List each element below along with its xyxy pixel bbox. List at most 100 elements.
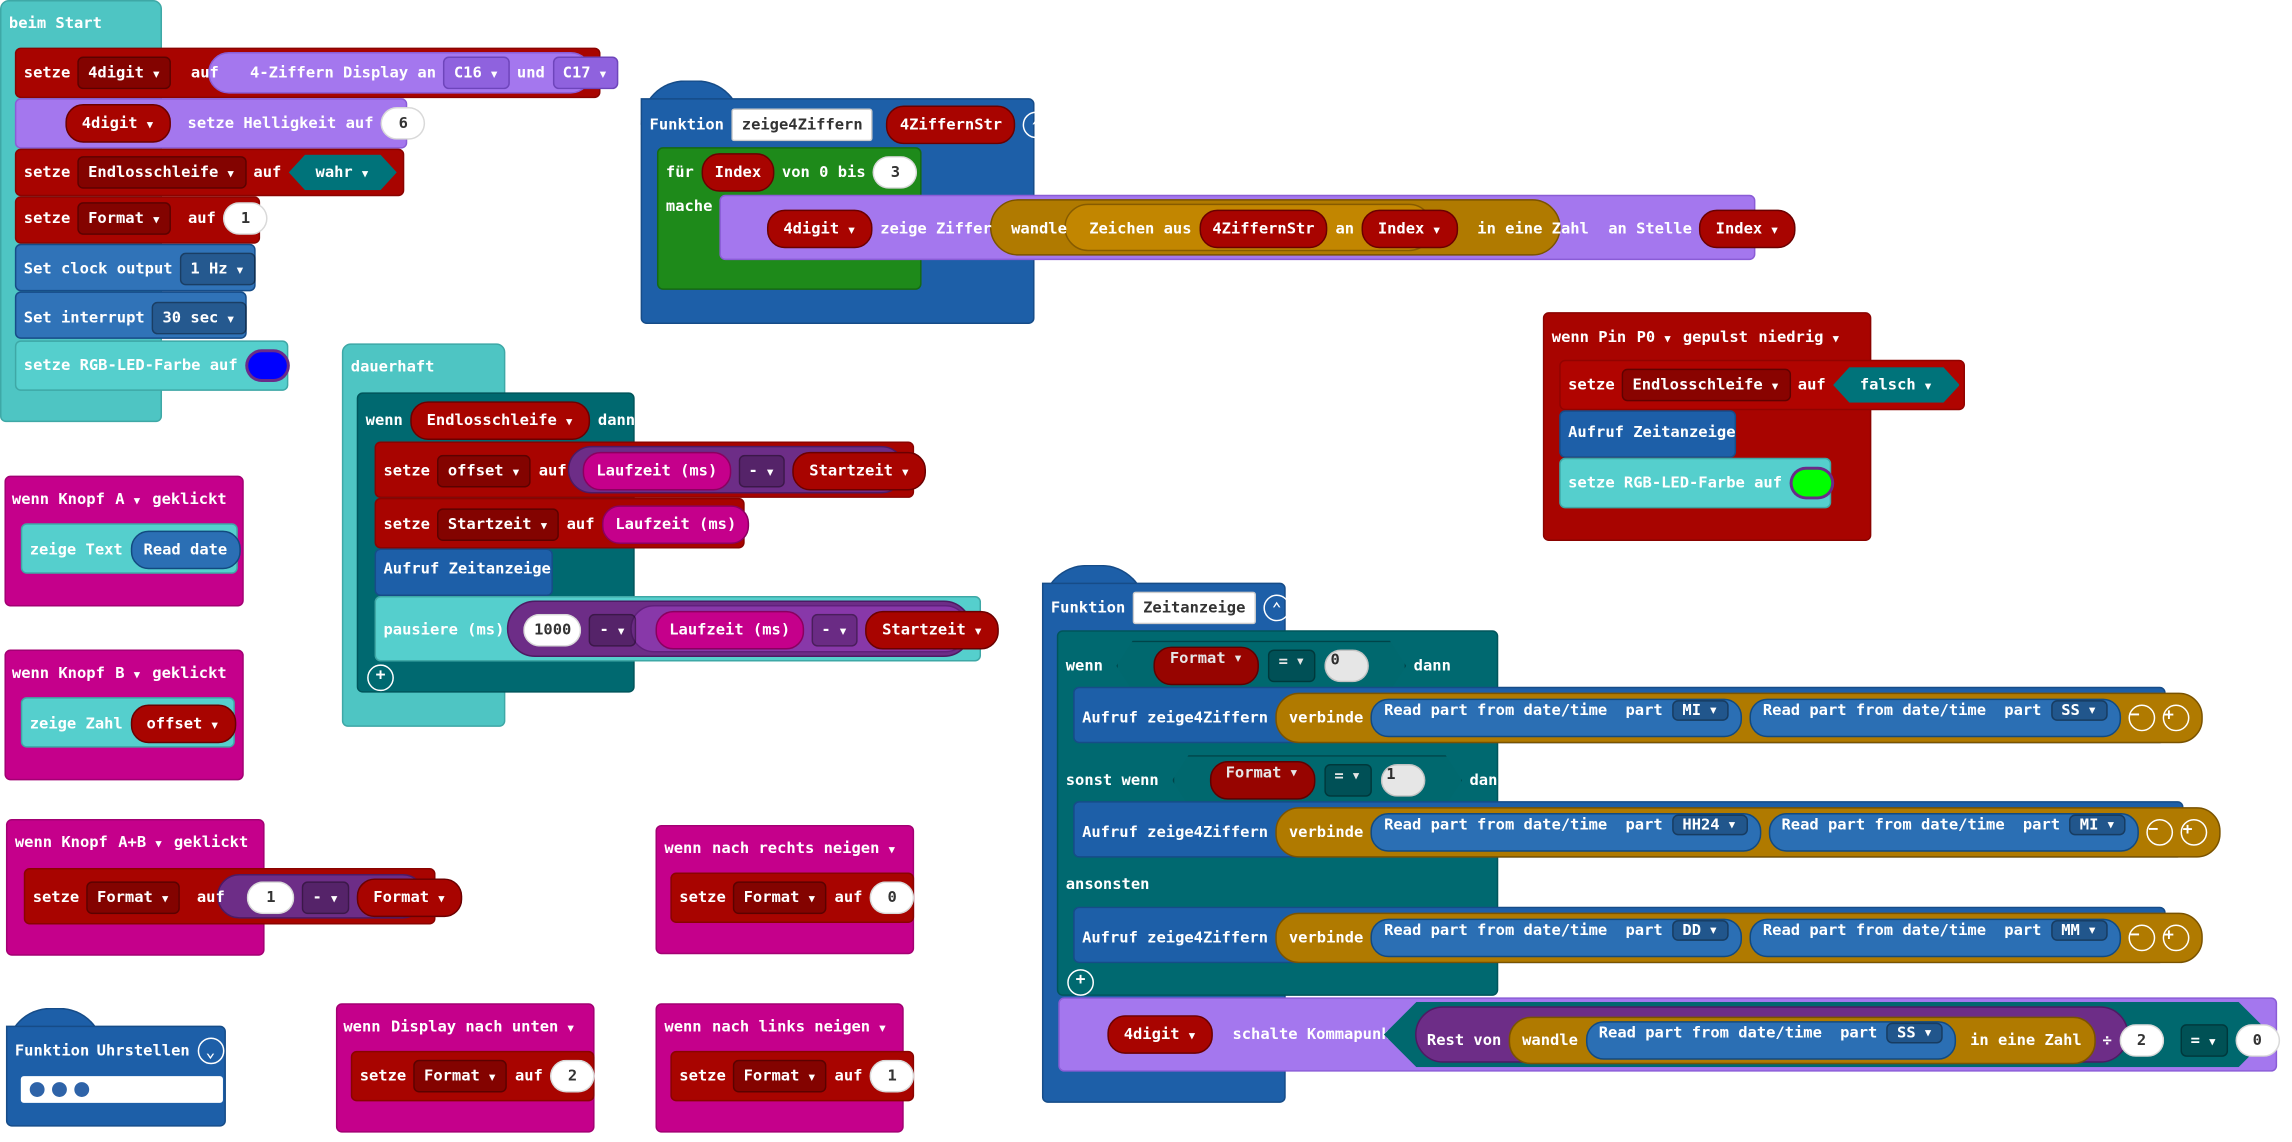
remove-item-icon[interactable]: − xyxy=(2146,818,2174,846)
button-a-dropdown[interactable]: A xyxy=(112,485,145,515)
rgb-blue-block[interactable] xyxy=(14,340,289,391)
function-name-field[interactable]: Zeitanzeige xyxy=(1132,591,1256,625)
equals-operator-dropdown[interactable]: = xyxy=(1324,764,1371,797)
equals-operator-dropdown[interactable]: = xyxy=(2180,1024,2228,1057)
remove-item-icon[interactable]: − xyxy=(2128,704,2156,732)
button-ab-dropdown[interactable]: A+B xyxy=(115,828,166,858)
call-zeitanzeige-block[interactable] xyxy=(1559,410,1737,458)
var-4digit-reporter[interactable]: 4digit xyxy=(1107,1015,1214,1054)
add-condition-icon[interactable]: + xyxy=(367,664,394,692)
interrupt-dropdown[interactable]: 30 sec xyxy=(152,301,246,335)
remove-branch-icon[interactable]: − xyxy=(1518,871,1545,898)
var-index-reporter[interactable]: Index xyxy=(701,153,775,192)
var-endless-reporter[interactable]: Endlosschleife xyxy=(410,401,591,440)
minus-operator-dropdown[interactable]: - xyxy=(589,613,637,647)
loop-to-value[interactable]: 3 xyxy=(873,156,918,189)
compare-condition[interactable]: Format = 1 xyxy=(1172,755,1462,806)
equals-operator-dropdown[interactable]: = xyxy=(1268,650,1315,683)
pause-ms-value[interactable]: 1000 xyxy=(523,613,582,647)
var-format-dropdown[interactable]: Format xyxy=(733,881,828,915)
var-format-reporter[interactable]: Format xyxy=(356,878,463,918)
gesture-dropdown[interactable]: Display nach unten xyxy=(388,1012,579,1042)
var-format-reporter[interactable]: Format xyxy=(1153,647,1259,686)
read-part-reporter[interactable]: Read part from date/time part SS xyxy=(1749,698,2121,738)
add-item-icon[interactable]: + xyxy=(2162,704,2190,732)
button-b-dropdown[interactable]: B xyxy=(112,658,145,688)
var-format-dropdown[interactable]: Format xyxy=(86,881,181,915)
var-format-dropdown[interactable]: Format xyxy=(77,202,172,235)
collapse-up-icon[interactable]: ⌃ xyxy=(1263,594,1290,622)
part-dropdown[interactable]: MM xyxy=(2050,920,2108,941)
read-date-reporter[interactable]: Read date xyxy=(130,530,241,570)
add-item-icon[interactable]: + xyxy=(2162,924,2190,952)
join-reporter[interactable]: verbinde Read part from date/time part D… xyxy=(1275,912,2203,964)
var-4digit-reporter[interactable]: 4digit xyxy=(65,104,172,143)
minus-operator-dropdown[interactable]: - xyxy=(738,454,786,488)
rgb-color-picker-blue[interactable] xyxy=(245,349,290,382)
var-format-dropdown[interactable]: Format xyxy=(413,1059,508,1093)
var-format-dropdown[interactable]: Format xyxy=(733,1059,828,1093)
collapse-up-icon[interactable]: ⌄ xyxy=(197,1037,224,1065)
remove-branch-icon[interactable]: − xyxy=(1514,766,1541,794)
pin-dropdown[interactable]: P0 xyxy=(1634,323,1676,353)
var-offset-reporter[interactable]: offset xyxy=(130,704,236,744)
read-part-reporter[interactable]: Read part from date/time part HH24 xyxy=(1370,813,1761,852)
format-value[interactable]: 0 xyxy=(869,881,915,915)
pin-dio-dropdown[interactable]: C17 xyxy=(552,56,619,90)
collapsed-body[interactable] xyxy=(20,1076,223,1103)
function-name-field[interactable]: zeige4Ziffern xyxy=(731,108,874,142)
var-4digit-dropdown[interactable]: 4digit xyxy=(77,56,172,90)
level-dropdown[interactable]: niedrig xyxy=(1755,323,1843,353)
runtime-reporter[interactable]: Laufzeit (ms) xyxy=(601,505,750,545)
read-part-reporter[interactable]: Read part from date/time part MI xyxy=(1768,813,2140,852)
var-format-reporter[interactable]: Format xyxy=(1209,761,1315,800)
add-branch-icon[interactable]: + xyxy=(1067,969,1094,996)
format-init-value[interactable]: 1 xyxy=(223,202,268,235)
read-part-reporter[interactable]: Read part from date/time part DD xyxy=(1370,918,1743,958)
part-dropdown[interactable]: DD xyxy=(1671,920,1729,941)
runtime-reporter[interactable]: Laufzeit (ms) xyxy=(583,451,731,491)
format-value[interactable]: 2 xyxy=(550,1059,595,1093)
var-start-reporter[interactable]: Startzeit xyxy=(792,451,927,491)
clock-output-dropdown[interactable]: 1 Hz xyxy=(179,252,256,286)
convert-number-reporter[interactable]: wandle Read part from date/time part SS … xyxy=(1508,1016,2096,1065)
true-value[interactable]: wahr xyxy=(289,155,397,191)
var-endless-dropdown[interactable]: Endlosschleife xyxy=(1622,368,1791,402)
join-reporter[interactable]: verbinde Read part from date/time part H… xyxy=(1275,807,2222,858)
read-part-reporter[interactable]: Read part from date/time part MI xyxy=(1370,698,1743,738)
rgb-green-block[interactable] xyxy=(1559,457,1832,509)
part-dropdown[interactable]: SS xyxy=(1886,1022,1944,1044)
collapse-up-icon[interactable]: ⌃ xyxy=(1022,111,1050,139)
compare-value[interactable]: 1 xyxy=(1380,764,1425,797)
gesture-dropdown[interactable]: nach rechts neigen xyxy=(709,834,900,864)
compare-value[interactable]: 0 xyxy=(1325,650,1370,683)
read-part-reporter[interactable]: Read part from date/time part MM xyxy=(1749,918,2121,958)
var-endless-dropdown[interactable]: Endlosschleife xyxy=(77,156,246,189)
gesture-dropdown[interactable]: nach links neigen xyxy=(709,1012,890,1042)
runtime-reporter[interactable]: Laufzeit (ms) xyxy=(655,610,804,650)
minus-operator-dropdown[interactable]: - xyxy=(810,613,859,647)
var-index-reporter[interactable]: Index xyxy=(1699,209,1796,249)
read-part-reporter[interactable]: Read part from date/time part SS xyxy=(1585,1021,1957,1060)
false-value[interactable]: falsch xyxy=(1833,367,1960,403)
brightness-value[interactable]: 6 xyxy=(380,107,426,140)
compare-value[interactable]: 0 xyxy=(2235,1024,2280,1057)
rgb-color-picker-green[interactable] xyxy=(1789,466,1835,500)
compare-condition[interactable]: Format = 0 xyxy=(1116,641,1406,692)
var-start-reporter[interactable]: Startzeit xyxy=(865,610,1000,650)
part-dropdown[interactable]: HH24 xyxy=(1671,814,1748,836)
remove-item-icon[interactable]: − xyxy=(2128,924,2156,952)
var-index-reporter[interactable]: Index xyxy=(1361,209,1458,249)
divisor-value[interactable]: 2 xyxy=(2119,1024,2164,1057)
var-4digit-reporter[interactable]: 4digit xyxy=(766,209,873,249)
call-zeitanzeige-block[interactable] xyxy=(374,548,553,597)
display-create-reporter[interactable] xyxy=(208,52,592,94)
part-dropdown[interactable]: SS xyxy=(2050,700,2108,721)
pin-clk-dropdown[interactable]: C16 xyxy=(443,56,510,90)
var-offset-dropdown[interactable]: offset xyxy=(437,454,532,488)
part-dropdown[interactable]: MI xyxy=(2069,814,2127,836)
one-value[interactable]: 1 xyxy=(247,881,295,915)
part-dropdown[interactable]: MI xyxy=(1671,700,1729,721)
function-name[interactable]: Uhrstellen xyxy=(96,1041,190,1060)
